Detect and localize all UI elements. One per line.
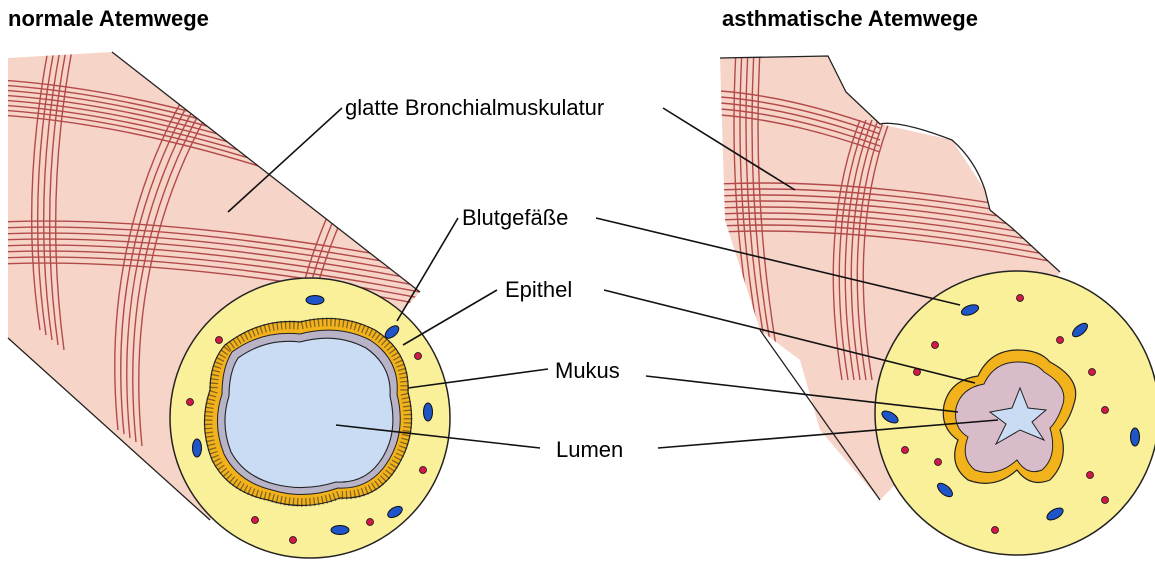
normal-airway-cross-section — [170, 278, 450, 558]
asthmatic-airway-cross-section — [875, 271, 1155, 555]
normal-lumen — [225, 338, 393, 487]
label-epithelium: Epithel — [505, 277, 572, 303]
label-lumen: Lumen — [556, 437, 623, 463]
label-smooth-muscle: glatte Bronchialmuskulatur — [345, 95, 604, 121]
label-mucus: Mukus — [555, 358, 620, 384]
label-blood-vessels: Blutgefäße — [462, 205, 568, 231]
